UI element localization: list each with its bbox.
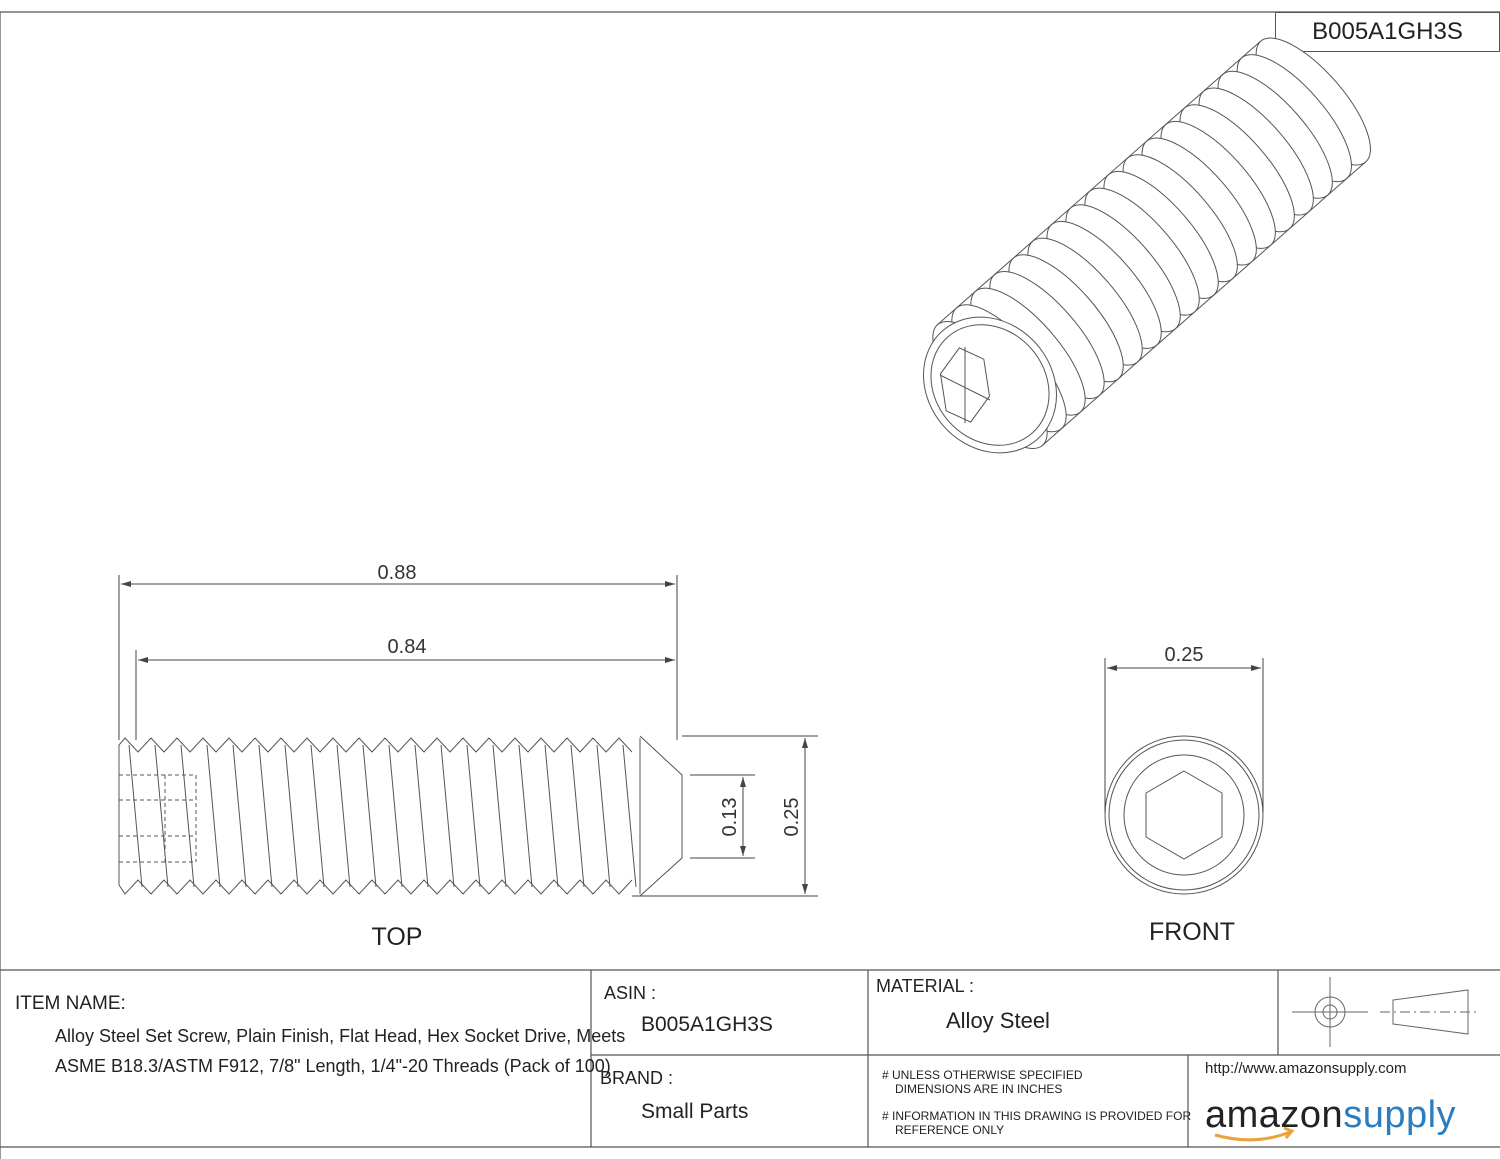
material-value: Alloy Steel [946, 1008, 1050, 1033]
isometric-screw-view [923, 37, 1371, 454]
front-view-dimensions [1104, 658, 1264, 812]
dim-diameter-front: 0.25 [1165, 644, 1204, 666]
dim-thread-length: 0.84 [388, 636, 427, 658]
dim-overall-length: 0.88 [378, 562, 417, 584]
note-units-line-2: DIMENSIONS ARE IN INCHES [895, 1082, 1063, 1096]
dim-diameter-top: 0.25 [781, 798, 803, 837]
asin-value: B005A1GH3S [641, 1013, 773, 1036]
item-name-line-1: Alloy Steel Set Screw, Plain Finish, Fla… [55, 1026, 626, 1046]
dim-tip-diameter: 0.13 [719, 798, 741, 837]
supplier-url[interactable]: http://www.amazonsupply.com [1205, 1060, 1407, 1077]
amazonsupply-logo: amazonsupply [1205, 1094, 1456, 1137]
view-label-top: TOP [372, 923, 423, 951]
item-name-line-2: ASME B18.3/ASTM F912, 7/8" Length, 1/4"-… [55, 1056, 611, 1076]
top-view-dimensions [118, 575, 818, 897]
third-angle-projection-icon [1292, 977, 1480, 1047]
logo-arrow-icon [1283, 1126, 1295, 1139]
note-units-line-1: # UNLESS OTHERWISE SPECIFIED [882, 1068, 1083, 1082]
sheet-frame [0, 11, 1500, 1159]
asin-label: ASIN : [604, 983, 657, 1003]
material-label: MATERIAL : [876, 976, 975, 996]
logo-smile-icon [1214, 1130, 1291, 1142]
view-label-front: FRONT [1149, 918, 1235, 946]
note-reference-line-2: REFERENCE ONLY [895, 1123, 1005, 1137]
front-view-screw [1104, 735, 1264, 895]
logo-text-supply: supply [1343, 1094, 1457, 1136]
brand-label: BRAND : [600, 1068, 674, 1088]
note-reference-line-1: # INFORMATION IN THIS DRAWING IS PROVIDE… [882, 1109, 1192, 1123]
brand-value: Small Parts [641, 1100, 749, 1123]
logo-text-amazon: amazon [1205, 1094, 1344, 1136]
item-name-label: ITEM NAME: [15, 993, 126, 1014]
top-view-screw [118, 735, 683, 897]
